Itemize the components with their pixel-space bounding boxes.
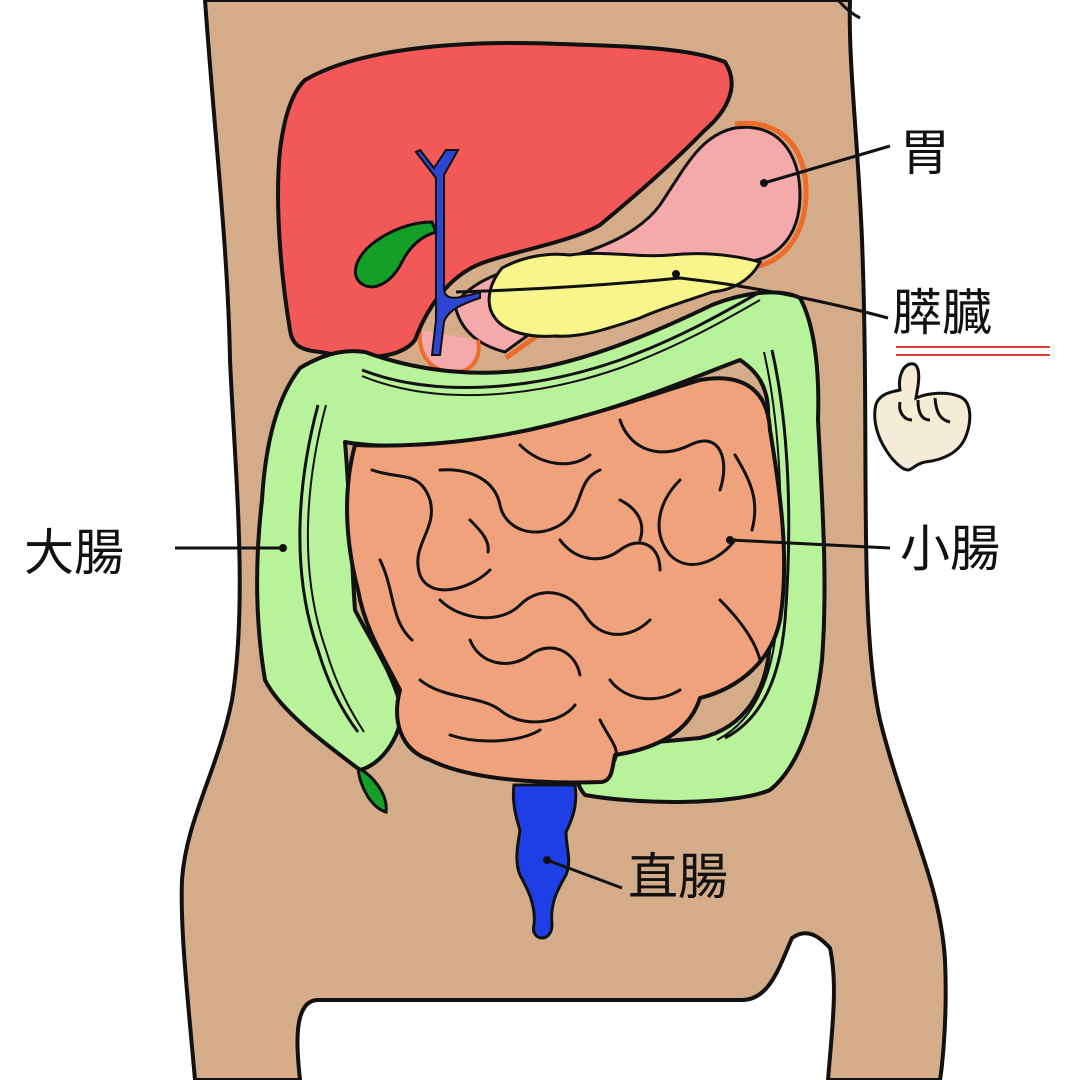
pancreas (487, 251, 763, 338)
small-intestine (345, 376, 787, 785)
rectum-label: 直腸 (628, 848, 728, 906)
pointing-hand-icon (873, 362, 972, 472)
pancreas-underline-2 (896, 354, 1050, 356)
pancreas-label: 膵臓 (892, 284, 992, 342)
small-intestine-label: 小腸 (900, 520, 1000, 578)
pancreas-leader (455, 276, 889, 320)
gallbladder (353, 220, 439, 289)
ascending-colon-band (306, 404, 365, 733)
leader-lines (175, 144, 891, 890)
leader-dots (279, 179, 768, 864)
descending-colon-band (724, 349, 791, 740)
stomach-leader (763, 144, 891, 185)
transverse-colon-band (361, 290, 761, 390)
navel-line (836, 0, 861, 20)
appendix (356, 765, 388, 814)
small-intestine-loops (370, 418, 762, 762)
rectum-leader (546, 858, 623, 890)
ascending-colon-band (298, 404, 360, 733)
stomach-label: 胃 (900, 124, 950, 182)
transverse-colon-band (361, 299, 761, 397)
bile-duct (414, 148, 481, 356)
small-intestine-leader (729, 538, 891, 550)
pancreas-underline (896, 346, 1050, 348)
large-intestine-label: 大腸 (24, 524, 124, 582)
